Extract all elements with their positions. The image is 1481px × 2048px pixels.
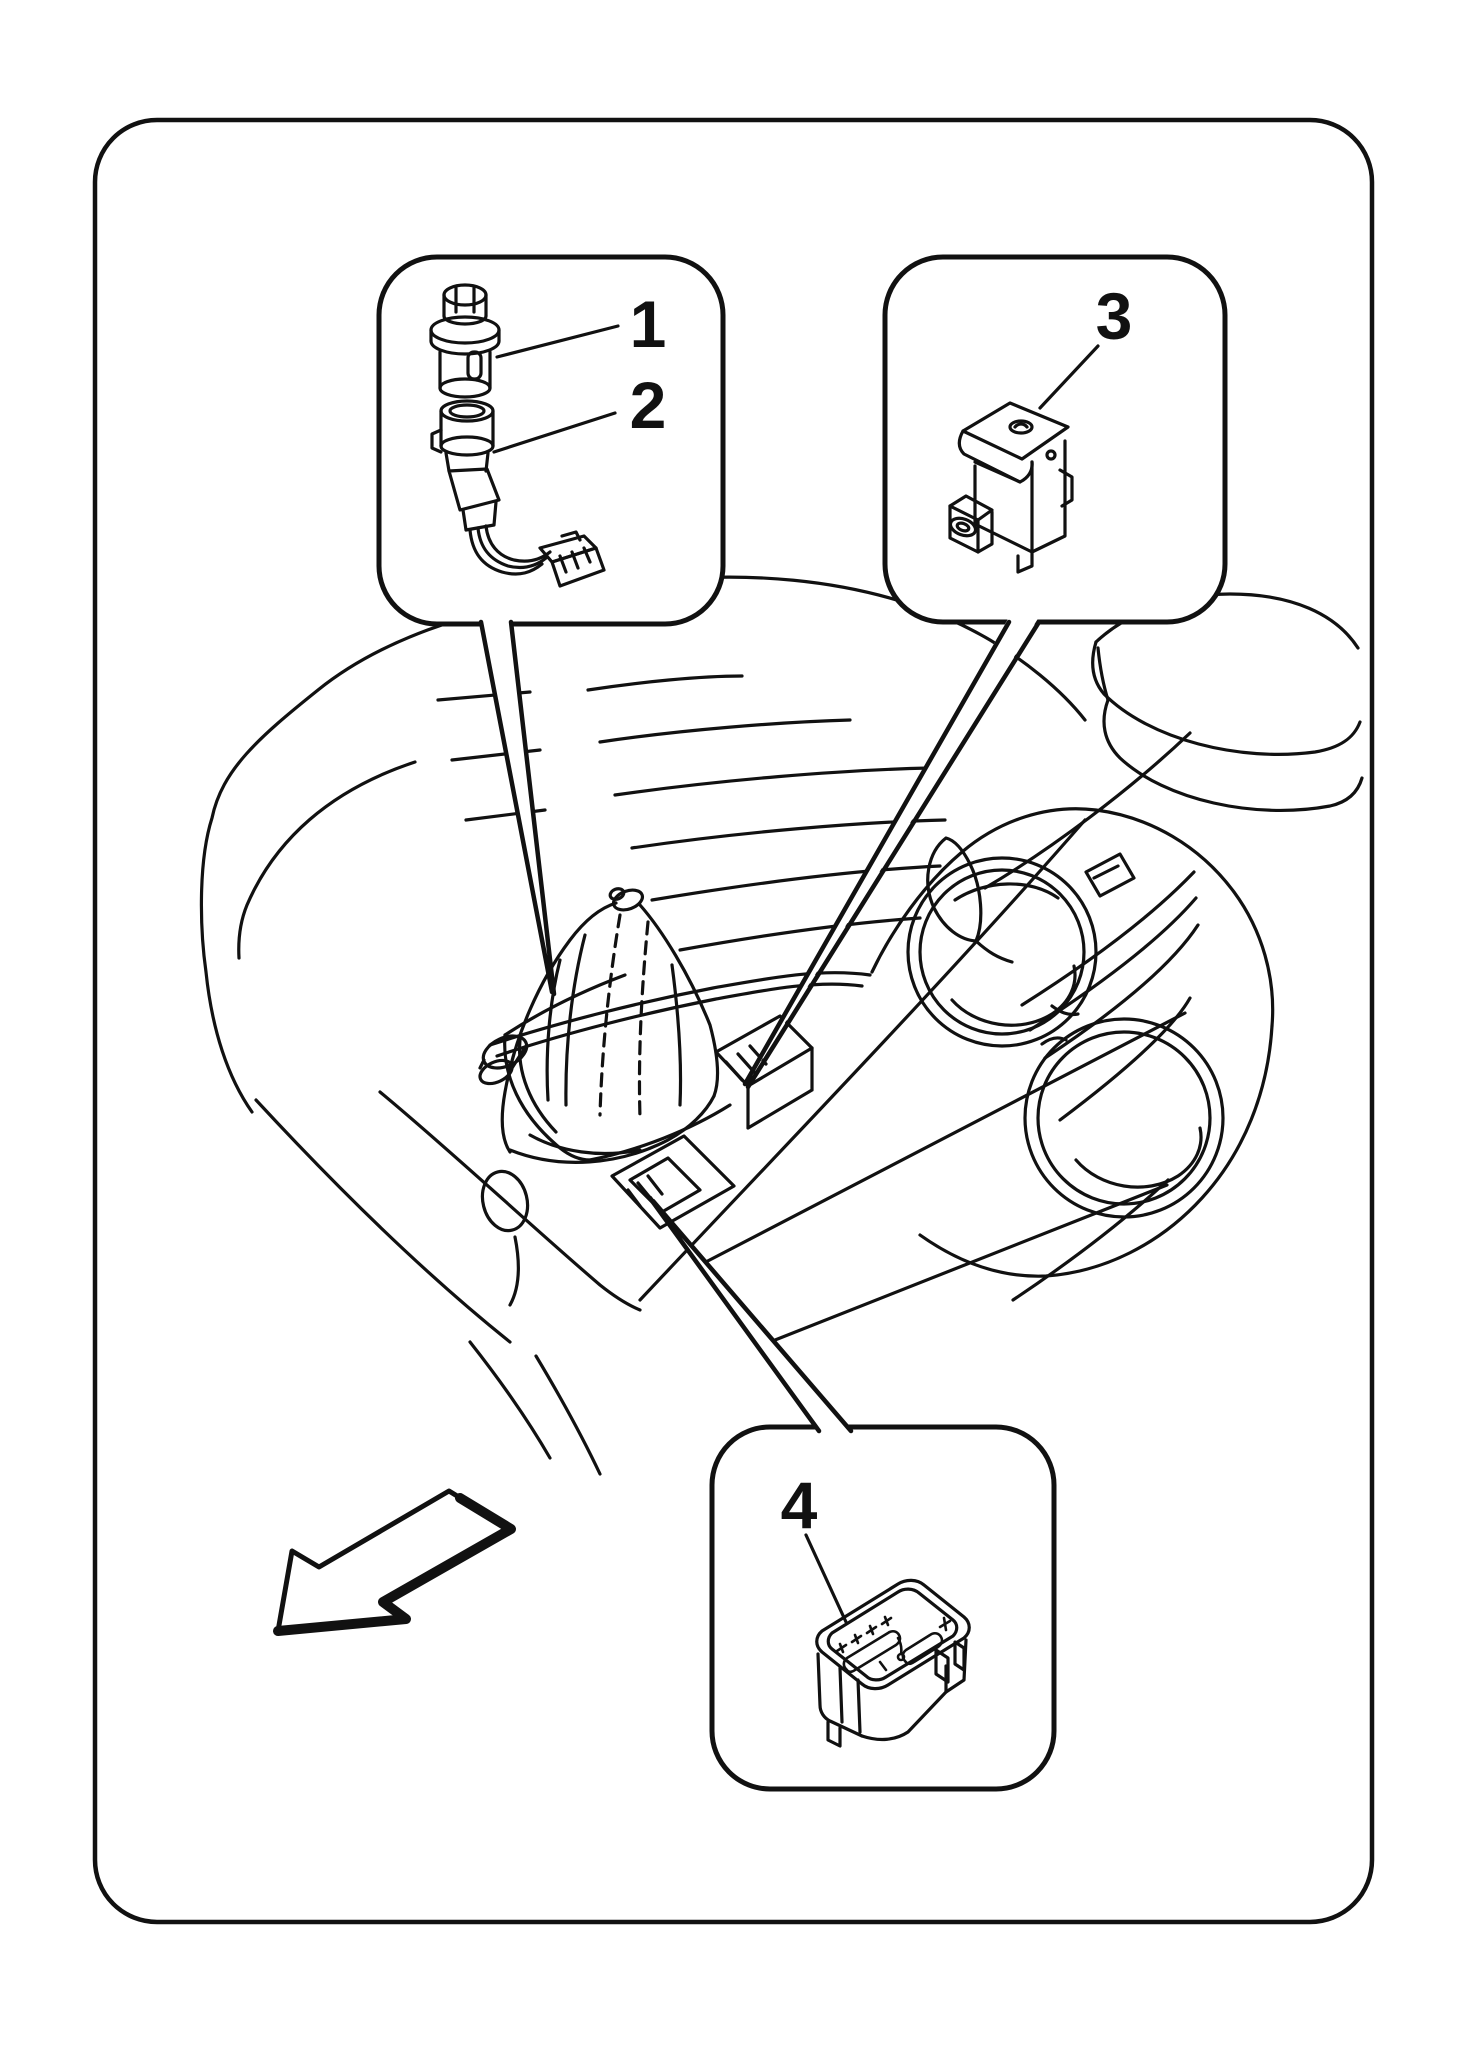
callout-label-3: 3	[1096, 279, 1133, 353]
side-panel-lines	[983, 731, 1200, 1122]
switch-pocket	[714, 1014, 814, 1130]
part-1-lighter-plug-drawing	[429, 283, 501, 399]
leader-line-label-3	[1038, 344, 1100, 410]
leader-wedge-3-fill	[746, 617, 1039, 1085]
cup-holder-recess	[870, 807, 1275, 1278]
leader-line-label-2	[492, 411, 617, 454]
leader-wedge-4-lines	[647, 1195, 854, 1434]
direction-arrow-shadow-edge	[273, 1493, 516, 1636]
part-4-slider-switch-drawing	[815, 1578, 971, 1748]
callout-label-1: 1	[630, 287, 667, 361]
callout-label-2: 2	[630, 368, 667, 442]
leader-wedges	[478, 617, 1042, 1434]
leader-line-label-1	[495, 324, 620, 359]
direction-arrow	[273, 1488, 516, 1636]
leader-wedge-1-2-lines	[478, 619, 557, 997]
armrest-outline	[926, 592, 1364, 964]
part-4-icon-marks	[835, 1615, 952, 1672]
part-3-switch-drawing	[948, 401, 1074, 574]
leader-wedge-3-lines	[742, 619, 1042, 1090]
callout-box-parts-1-2	[376, 254, 726, 627]
part-2-socket-harness-drawing	[430, 399, 606, 588]
callout-box-part-3	[882, 254, 1228, 625]
shift-release-knob	[478, 1034, 529, 1086]
console-lower-edges	[254, 818, 1187, 1476]
callout-label-4: 4	[781, 1468, 818, 1542]
callout-box-part-4	[709, 1424, 1057, 1792]
leader-line-label-4	[804, 1533, 848, 1624]
